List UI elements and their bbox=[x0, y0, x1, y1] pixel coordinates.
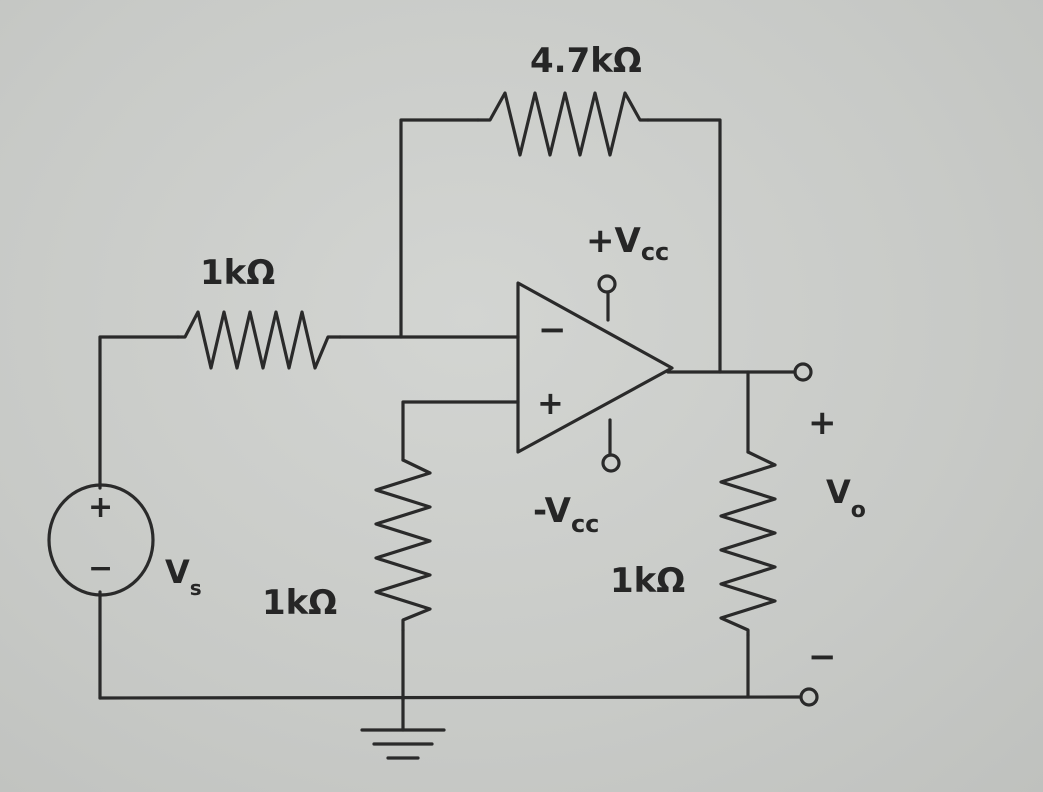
output-terminal-bottom bbox=[799, 687, 819, 707]
vcc-neg-terminal bbox=[601, 453, 621, 473]
vcc-pos-terminal bbox=[597, 274, 617, 294]
source-plus-sign: + bbox=[88, 490, 113, 525]
op-amp-minus-sign: − bbox=[538, 310, 567, 350]
label-vcc-neg: -Vcc bbox=[533, 491, 599, 538]
wire-bottom-rail bbox=[98, 695, 802, 700]
label-input-resistor: 1kΩ bbox=[200, 253, 275, 293]
label-feedback-resistor: 4.7kΩ bbox=[530, 41, 642, 81]
wires bbox=[98, 118, 802, 732]
output-plus-sign: + bbox=[808, 403, 837, 443]
output-minus-sign: − bbox=[808, 637, 837, 677]
wire-noninverting bbox=[401, 400, 520, 462]
op-amp-plus-sign: + bbox=[537, 384, 564, 422]
ground-symbol bbox=[360, 728, 446, 760]
op-amp bbox=[516, 281, 674, 454]
output-terminal-top bbox=[793, 362, 813, 382]
source-minus-sign: − bbox=[88, 551, 113, 586]
wire-feedback-left bbox=[399, 118, 480, 339]
label-output-voltage: Vo bbox=[826, 473, 866, 523]
label-load-resistor: 1kΩ bbox=[610, 561, 685, 601]
wire-source-top bbox=[98, 335, 180, 490]
resistor-ground bbox=[374, 458, 432, 632]
wire-feedback-right bbox=[646, 118, 722, 374]
label-source-voltage: Vs bbox=[165, 553, 202, 600]
label-ground-resistor: 1kΩ bbox=[262, 583, 337, 623]
voltage-source bbox=[47, 483, 155, 597]
resistor-input bbox=[176, 310, 342, 370]
resistor-feedback bbox=[476, 91, 650, 157]
resistor-load bbox=[719, 450, 777, 637]
label-vcc-pos: +Vcc bbox=[586, 221, 669, 266]
